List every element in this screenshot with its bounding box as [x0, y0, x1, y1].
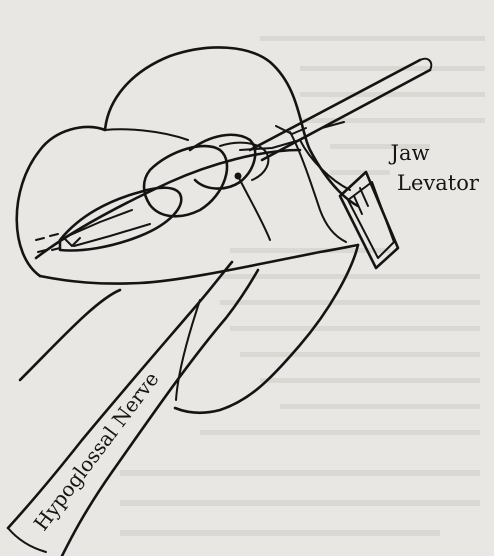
- jaw-levator-muscle: [340, 172, 398, 268]
- jaw-levator-label-line2: Levator: [397, 171, 480, 195]
- hypoglossal-nerve-label: Hypoglossal Nerve: [29, 367, 164, 535]
- jaw-levator-label-line1: Jaw: [389, 141, 430, 165]
- neck-line: [20, 290, 120, 380]
- brow-line: [105, 129, 188, 140]
- show-through-texture: [120, 36, 485, 536]
